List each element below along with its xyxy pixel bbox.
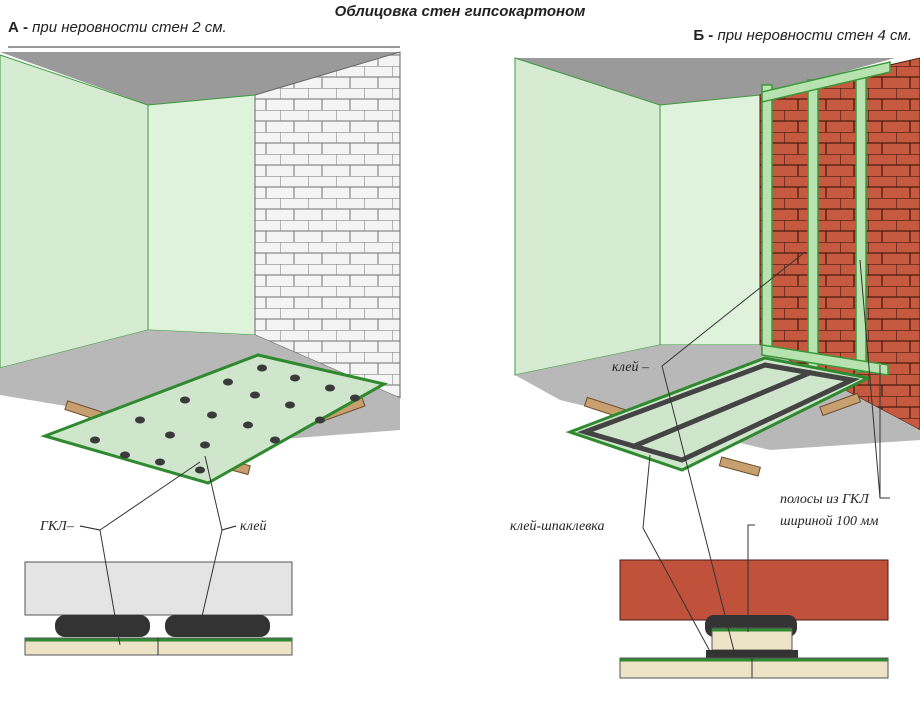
panel-a-letter: А - xyxy=(8,19,28,36)
diagram-title: Облицовка стен гипсокартоном xyxy=(335,3,586,20)
panel-b-letter: Б - xyxy=(693,27,713,44)
label-gkl-strips: полосы из ГКЛ xyxy=(780,492,870,507)
panel-b-cross-section xyxy=(619,559,889,679)
leader-line xyxy=(879,365,890,499)
label-glue-putty: клей-шпаклевка xyxy=(510,519,605,534)
glue-putty-border xyxy=(577,362,861,463)
leader-line xyxy=(661,365,736,656)
drywall-sheet-a xyxy=(40,353,389,485)
panel-b-header: Б - при неровности стен 4 см. xyxy=(693,27,912,44)
leader-line xyxy=(642,454,651,529)
label-glue-a: клей xyxy=(240,519,267,534)
panel-a-caption: при неровности стен 2 см. xyxy=(32,19,227,36)
label-gkl: ГКЛ– xyxy=(39,519,75,534)
panel-a-header: А - при неровности стен 2 см. xyxy=(8,19,227,36)
leader-line xyxy=(747,524,755,632)
panel-b-room xyxy=(514,57,920,477)
panel-b-caption: при неровности стен 4 см. xyxy=(717,27,912,44)
leader-line xyxy=(79,461,201,531)
panel-a-cross-section xyxy=(24,561,293,656)
label-glue-b: клей – xyxy=(612,360,650,375)
leader-line xyxy=(661,251,806,367)
gkl-strips-frame xyxy=(761,61,891,376)
panel-a-room xyxy=(0,51,401,485)
label-strip-width: шириной 100 мм xyxy=(780,514,878,529)
glue-spots xyxy=(90,364,360,474)
leader-line xyxy=(642,527,713,656)
leader-line xyxy=(199,525,237,626)
